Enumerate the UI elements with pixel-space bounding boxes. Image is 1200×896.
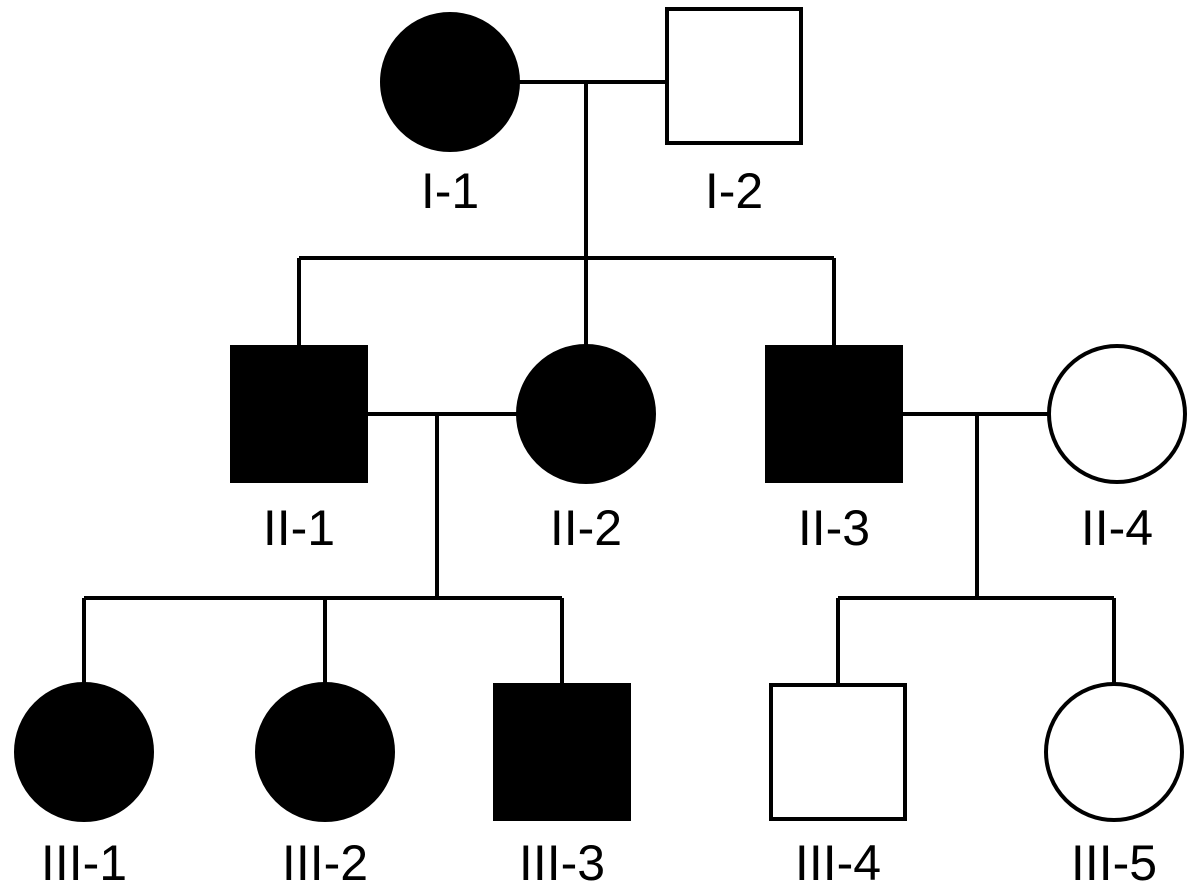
label-I-1: I-1	[421, 163, 479, 219]
unaffected-male-III-4	[769, 683, 907, 821]
pedigree-lines	[82, 80, 1116, 685]
label-I-2: I-2	[705, 163, 763, 219]
label-II-2: II-2	[550, 500, 622, 556]
label-II-1: II-1	[263, 500, 335, 556]
label-III-1: III-1	[41, 835, 127, 891]
label-III-3: III-3	[519, 835, 605, 891]
label-III-2: III-2	[282, 835, 368, 891]
affected-male-III-3	[493, 683, 631, 821]
unaffected-female-III-5	[1044, 682, 1184, 822]
label-II-3: II-3	[798, 500, 870, 556]
label-II-4: II-4	[1081, 500, 1153, 556]
label-III-5: III-5	[1071, 835, 1157, 891]
affected-female-II-2	[516, 344, 656, 484]
affected-female-III-2	[255, 682, 395, 822]
affected-female-III-1	[14, 682, 154, 822]
affected-male-II-3	[765, 345, 903, 483]
unaffected-female-II-4	[1047, 344, 1187, 484]
affected-female-I-1	[380, 12, 520, 152]
pedigree-symbols	[14, 7, 1187, 822]
affected-male-II-1	[230, 345, 368, 483]
label-III-4: III-4	[795, 835, 881, 891]
unaffected-male-I-2	[665, 7, 803, 145]
